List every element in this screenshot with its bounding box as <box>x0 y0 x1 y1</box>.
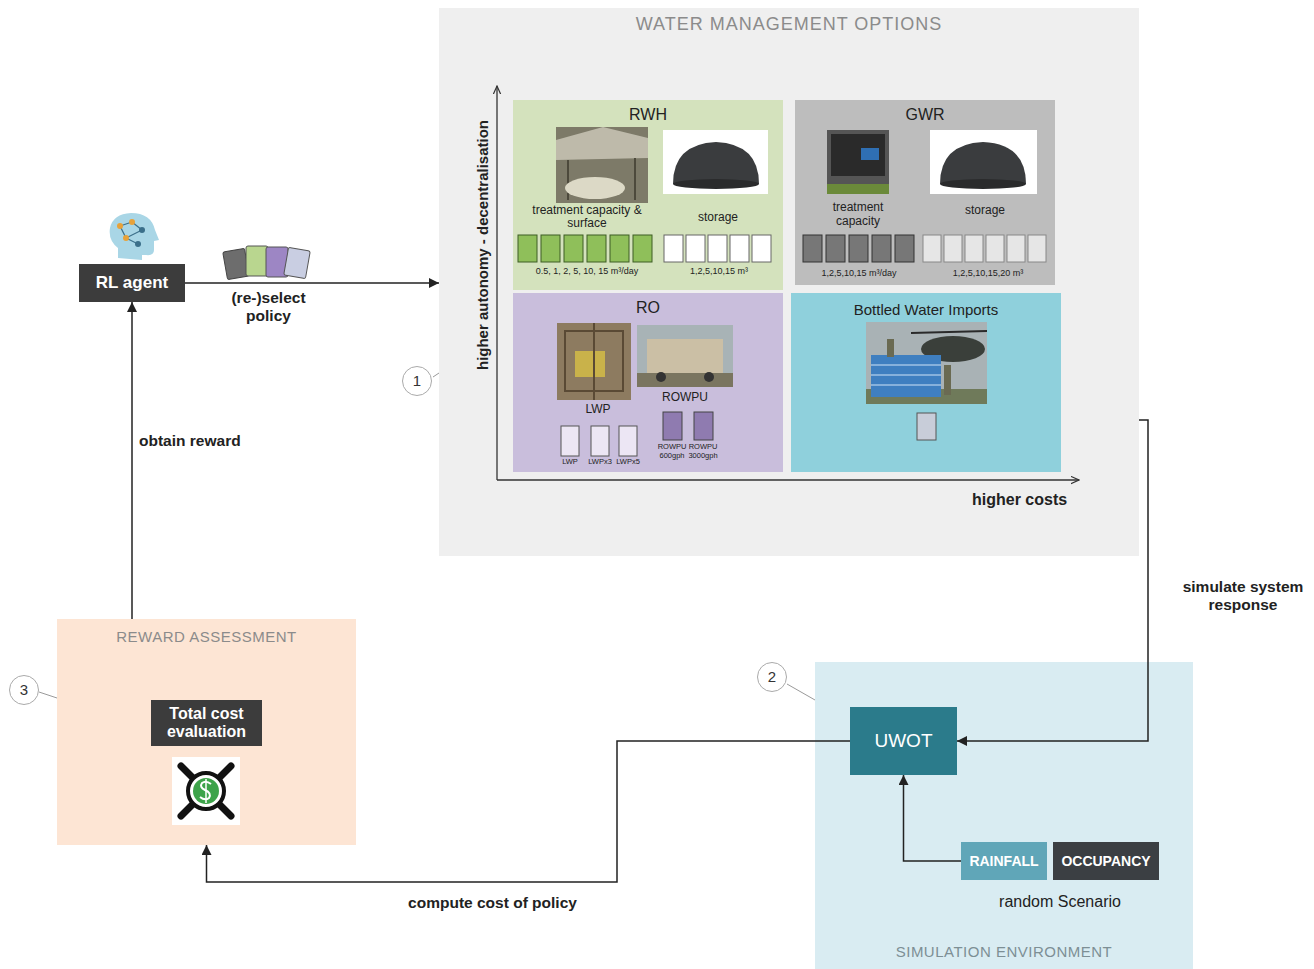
bottled-illustration <box>791 293 1061 472</box>
options-panel: WATER MANAGEMENT OPTIONS RWH treatment ca… <box>439 8 1139 556</box>
callout-number: 3 <box>9 675 39 705</box>
box-label: Total cost evaluation <box>157 705 256 742</box>
panel-title: WATER MANAGEMENT OPTIONS <box>439 14 1139 35</box>
connector-arrow <box>185 282 439 284</box>
option-label: 0.5, 1, 2, 5, 10, 15 m³/day <box>513 266 661 276</box>
callout-number: 1 <box>402 366 432 396</box>
option-label: treatment capacity & surface <box>521 204 653 230</box>
option-label: ROWPU 3000gph <box>688 443 718 460</box>
input-box: OCCUPANCY <box>1053 842 1159 880</box>
option-group: ROLWPROWPULWPLWPx3LWPx5ROWPU 600gphROWPU… <box>513 293 783 472</box>
agent-head-icon <box>110 213 159 260</box>
edge-label: compute cost of policy <box>400 894 585 912</box>
input-box: RAINFALL <box>961 842 1047 880</box>
callout-number: 2 <box>757 662 787 692</box>
option-label: storage <box>930 204 1040 218</box>
option-label: ROWPU 600gph <box>657 443 687 460</box>
box-label: RAINFALL <box>969 853 1038 869</box>
option-label: LWP <box>561 403 635 417</box>
edge-label: obtain reward <box>139 432 269 450</box>
agent-box: RL agent <box>79 264 185 302</box>
box-label: RL agent <box>96 273 168 293</box>
annotation: random Scenario <box>980 893 1140 911</box>
option-group: Bottled Water Imports <box>791 293 1061 472</box>
connector-arrow <box>207 741 851 882</box>
group-title: RWH <box>513 106 783 124</box>
gwr-illustration <box>795 100 1055 285</box>
connector-arrow <box>904 775 962 861</box>
option-label: 1,2,5,10,15,20 m³ <box>921 268 1055 278</box>
box-label: UWOT <box>874 730 932 752</box>
panel-title: SIMULATION ENVIRONMENT <box>815 943 1193 960</box>
connector-arrow <box>957 420 1148 741</box>
environment-panel: SIMULATION ENVIRONMENT UWOT RAINFALL OCCUPA… <box>815 662 1193 969</box>
option-label: LWPx3 <box>585 458 615 467</box>
option-label: LWPx5 <box>613 458 643 467</box>
axis-label: higher autonomy - decentralisation <box>473 95 493 395</box>
policy-cards-icon <box>223 246 311 280</box>
ro-illustration <box>513 293 783 472</box>
option-group: GWR treatment capacity storage 1,2,5,10,15 … <box>795 100 1055 285</box>
group-title: GWR <box>795 106 1055 124</box>
option-label: LWP <box>555 458 585 467</box>
model-box: UWOT <box>850 707 957 775</box>
panel-title: REWARD ASSESSMENT <box>57 628 356 645</box>
reward-panel: REWARD ASSESSMENT Total cost evaluation <box>57 619 356 845</box>
axis-label: higher costs <box>972 491 1082 509</box>
rwh-illustration <box>513 100 783 290</box>
group-title: Bottled Water Imports <box>791 301 1061 318</box>
group-title: RO <box>513 299 783 317</box>
option-label: storage <box>663 211 773 225</box>
option-label: treatment capacity <box>813 200 903 228</box>
box-label: OCCUPANCY <box>1061 853 1150 869</box>
connector-arrow <box>131 302 133 619</box>
process-box: Total cost evaluation <box>151 700 262 746</box>
option-label: 1,2,5,10,15 m³ <box>659 266 779 276</box>
edge-label: (re-)select policy <box>221 289 316 325</box>
option-label: ROWPU <box>637 391 733 405</box>
option-group: RWH treatment capacity & surface storage 0.… <box>513 100 783 290</box>
edge-label: simulate system response <box>1180 578 1306 614</box>
option-label: 1,2,5,10,15 m³/day <box>795 268 923 278</box>
